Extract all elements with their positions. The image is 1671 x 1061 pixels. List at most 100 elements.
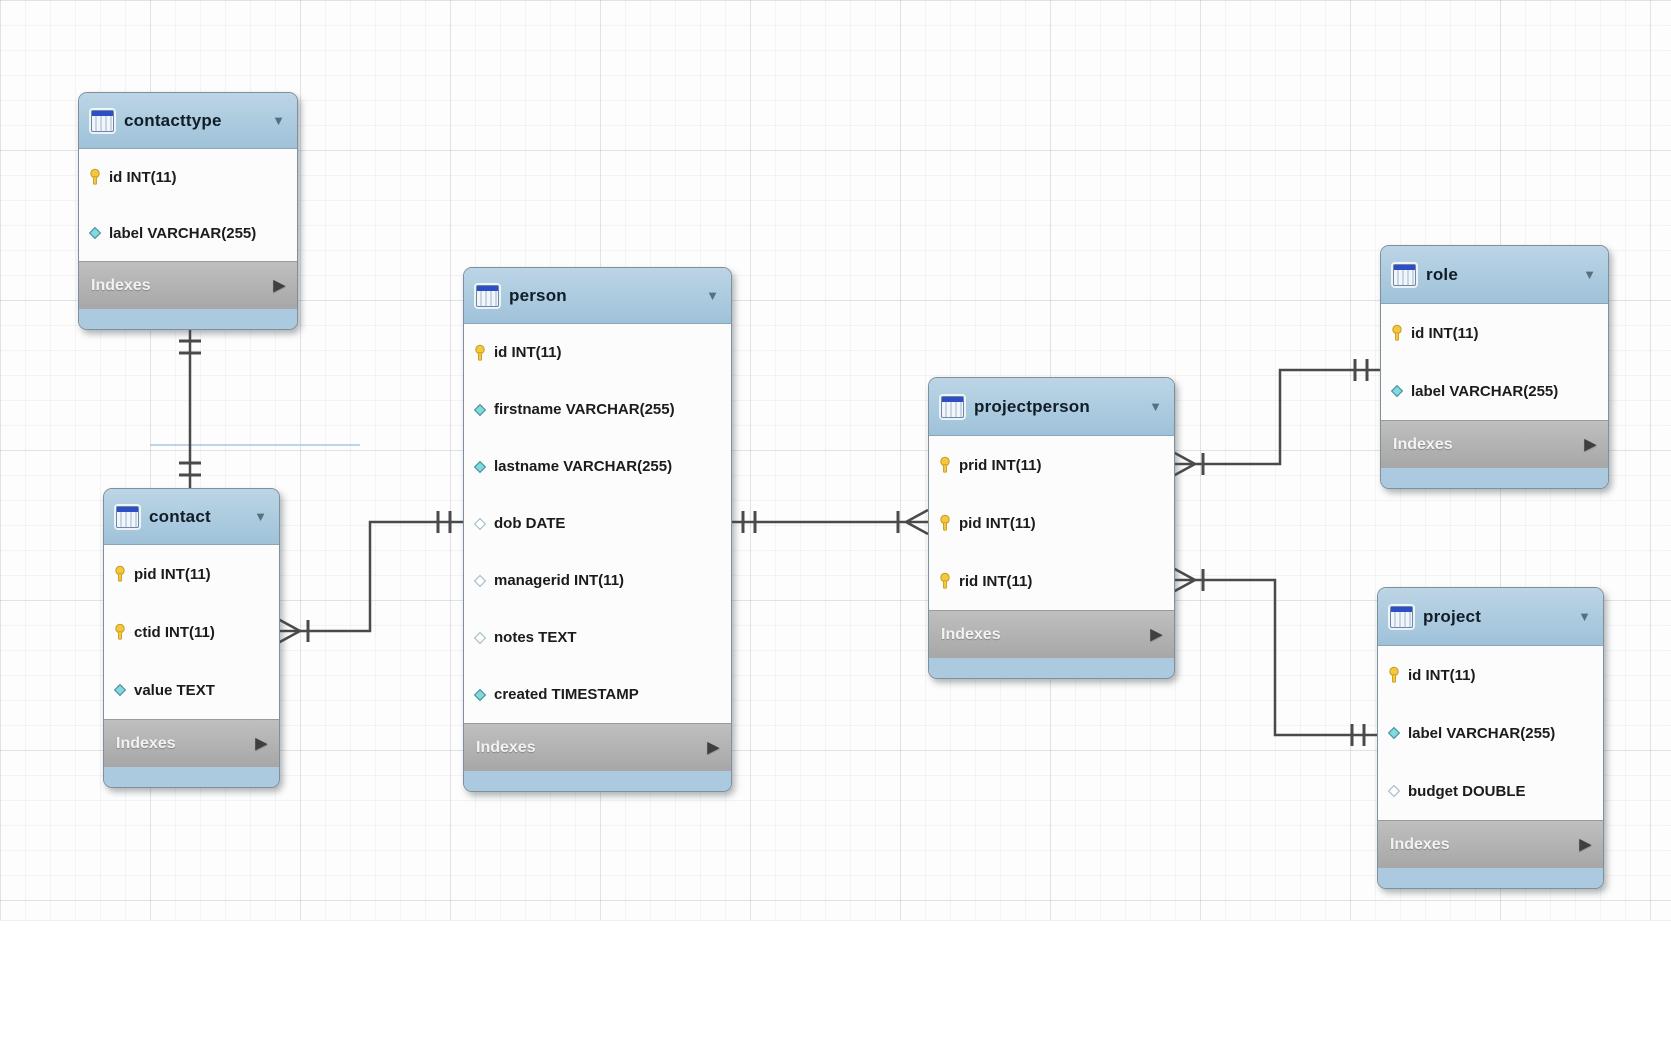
table-bottom-strip xyxy=(104,767,279,787)
column-label[interactable]: label VARCHAR(255) xyxy=(79,205,297,261)
not-null-diamond-icon xyxy=(473,686,487,704)
indexes-label: Indexes xyxy=(116,734,176,752)
expand-arrow-icon[interactable]: ▶ xyxy=(1150,626,1162,643)
crow-foot-prong xyxy=(905,508,929,524)
table-icon xyxy=(941,395,964,418)
primary-key-icon xyxy=(1387,666,1401,684)
nullable-diamond-icon xyxy=(473,629,487,647)
crow-foot-prong xyxy=(1172,578,1196,594)
not-null-diamond-icon xyxy=(473,458,487,476)
table-person[interactable]: person ▼ id INT(11) firstname VARCHAR(255) l… xyxy=(463,267,732,792)
column-pid[interactable]: pid INT(11) xyxy=(104,545,279,603)
table-contacttype[interactable]: contacttype ▼ id INT(11) label VARCHAR(255)… xyxy=(78,92,298,330)
table-icon xyxy=(1390,605,1413,628)
table-role[interactable]: role▼id INT(11)label VARCHAR(255)Indexes… xyxy=(1380,245,1609,489)
expand-arrow-icon[interactable]: ▶ xyxy=(1579,836,1591,853)
column-prid[interactable]: prid INT(11) xyxy=(929,436,1174,494)
collapse-arrow-icon[interactable]: ▼ xyxy=(1578,609,1591,624)
table-bottom-strip xyxy=(929,658,1174,678)
column-text: pid INT(11) xyxy=(959,514,1036,532)
column-dob[interactable]: dob DATE xyxy=(464,495,731,552)
column-text: created TIMESTAMP xyxy=(494,686,639,703)
table-contact[interactable]: contact ▼ pid INT(11) ctid INT(11) value TEX… xyxy=(103,488,280,788)
column-label[interactable]: label VARCHAR(255) xyxy=(1378,704,1603,762)
indexes-footer-project[interactable]: Indexes▶ xyxy=(1378,820,1603,868)
indexes-label: Indexes xyxy=(91,276,151,294)
column-id[interactable]: id INT(11) xyxy=(1378,646,1603,704)
indexes-footer-role[interactable]: Indexes ▶ xyxy=(1381,420,1608,468)
indexes-label: Indexes xyxy=(1393,435,1453,453)
expand-arrow-icon[interactable]: ▶ xyxy=(707,739,719,756)
column-rid[interactable]: rid INT(11) xyxy=(929,552,1174,610)
relationship-line-projectperson-project[interactable] xyxy=(1173,578,1377,737)
indexes-footer-person[interactable]: Indexes▶ xyxy=(464,723,731,771)
primary-key-icon xyxy=(473,344,487,362)
collapse-arrow-icon[interactable]: ▼ xyxy=(1149,399,1162,414)
crow-foot-prong xyxy=(1172,450,1196,466)
column-value[interactable]: value TEXT xyxy=(104,661,279,719)
table-header-contact[interactable]: contact ▼ xyxy=(104,489,279,545)
column-text: managerid INT(11) xyxy=(494,572,625,589)
column-budget[interactable]: budget DOUBLE xyxy=(1378,762,1603,820)
indexes-footer-projectperson[interactable]: Indexes▶ xyxy=(929,610,1174,658)
table-project[interactable]: project▼id INT(11) label VARCHAR(255) budg… xyxy=(1377,587,1604,889)
nullable-diamond-icon xyxy=(473,572,487,590)
table-bottom-strip xyxy=(464,771,731,791)
column-text: id INT(11) xyxy=(494,344,562,361)
column-text: lastname VARCHAR(255) xyxy=(494,458,673,475)
table-bottom-strip xyxy=(1381,468,1608,488)
relationship-line-projectperson-role[interactable] xyxy=(1173,368,1380,466)
not-null-diamond-icon xyxy=(1390,382,1404,400)
column-pid[interactable]: pid INT(11) xyxy=(929,494,1174,552)
column-created[interactable]: created TIMESTAMP xyxy=(464,666,731,723)
column-managerid[interactable]: managerid INT(11) xyxy=(464,552,731,609)
table-header-projectperson[interactable]: projectperson ▼ xyxy=(929,378,1174,436)
not-null-diamond-icon xyxy=(88,224,102,242)
collapse-arrow-icon[interactable]: ▼ xyxy=(1583,267,1596,282)
table-header-contacttype[interactable]: contacttype ▼ xyxy=(79,93,297,149)
table-title: person xyxy=(509,285,567,305)
column-id[interactable]: id INT(11) xyxy=(1381,304,1608,362)
column-id[interactable]: id INT(11) xyxy=(464,324,731,381)
column-text: label VARCHAR(255) xyxy=(109,224,257,242)
table-title: contact xyxy=(149,506,211,526)
indexes-footer-contact[interactable]: Indexes ▶ xyxy=(104,719,279,767)
table-header-role[interactable]: role ▼ xyxy=(1381,246,1608,304)
crow-foot-prong xyxy=(277,629,301,645)
column-lastname[interactable]: lastname VARCHAR(255) xyxy=(464,438,731,495)
primary-key-icon xyxy=(113,623,127,641)
column-firstname[interactable]: firstname VARCHAR(255) xyxy=(464,381,731,438)
primary-key-icon xyxy=(938,572,952,590)
relationship-line-contact-person[interactable] xyxy=(278,520,463,633)
column-text: dob DATE xyxy=(494,515,566,532)
table-bottom-strip xyxy=(79,309,297,329)
column-text: notes TEXT xyxy=(494,629,577,646)
nullable-diamond-icon xyxy=(473,515,487,533)
table-title: role xyxy=(1426,264,1458,284)
column-text: prid INT(11) xyxy=(959,456,1042,474)
column-notes[interactable]: notes TEXT xyxy=(464,609,731,666)
crow-foot-prong xyxy=(1172,566,1196,582)
expand-arrow-icon[interactable]: ▶ xyxy=(273,277,285,294)
column-ctid[interactable]: ctid INT(11) xyxy=(104,603,279,661)
column-text: ctid INT(11) xyxy=(134,623,215,641)
column-label[interactable]: label VARCHAR(255) xyxy=(1381,362,1608,420)
expand-arrow-icon[interactable]: ▶ xyxy=(1584,436,1596,453)
collapse-arrow-icon[interactable]: ▼ xyxy=(254,509,267,524)
indexes-footer-contacttype[interactable]: Indexes ▶ xyxy=(79,261,297,309)
collapse-arrow-icon[interactable]: ▼ xyxy=(706,288,719,303)
table-title: contacttype xyxy=(124,110,222,130)
table-header-project[interactable]: project▼ xyxy=(1378,588,1603,646)
table-icon xyxy=(116,505,139,528)
not-null-diamond-icon xyxy=(473,401,487,419)
column-text: label VARCHAR(255) xyxy=(1408,724,1556,742)
table-header-person[interactable]: person ▼ xyxy=(464,268,731,324)
collapse-arrow-icon[interactable]: ▼ xyxy=(272,113,285,128)
table-projectperson[interactable]: projectperson ▼ prid INT(11) pid INT(11) rid… xyxy=(928,377,1175,679)
expand-arrow-icon[interactable]: ▶ xyxy=(255,735,267,752)
table-title: projectperson xyxy=(974,396,1090,416)
column-id[interactable]: id INT(11) xyxy=(79,149,297,205)
primary-key-icon xyxy=(88,168,102,186)
primary-key-icon xyxy=(113,565,127,583)
